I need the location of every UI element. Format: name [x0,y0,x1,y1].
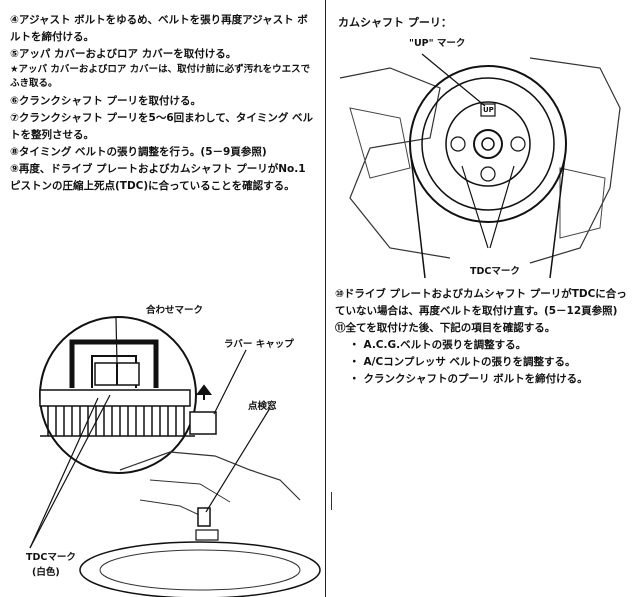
text-cursor [331,492,332,510]
up-mark-label: "UP" マーク [409,38,466,49]
up-box-text: UP [483,106,494,114]
tdc-mark-label-left: TDCマーク [26,552,76,563]
step-10: ⑩ドライブ プレートおよびカムシャフト プーリがTDCに合っていない場合は、再度… [335,288,627,317]
bullet-glyph: ・ [349,356,360,368]
tdc-mark-label-right: TDCマーク [470,266,520,277]
check-item: ・A/Cコンプレッサ ベルトの張りを調整する。 [335,354,635,371]
step-8: ⑧タイミング ベルトの張り調整を行う。(5－9頁参照) [10,146,267,158]
step-6: ⑥クランクシャフト プーリを取付ける。 [10,95,202,107]
step-5: ⑤アッパ カバーおよびロア カバーを取付ける。 [10,48,237,60]
step-9: ⑨再度、ドライブ プレートおよびカムシャフト プーリがNo.1ピストンの圧縮上死… [10,163,306,192]
check-item-text: A/Cコンプレッサ ベルトの張りを調整する。 [363,356,576,368]
check-item: ・A.C.G.ベルトの張りを調整する。 [335,337,635,354]
rubber-cap-label: ラバー キャップ [224,339,294,350]
check-item-text: クランクシャフトのプーリ ボルトを締付ける。 [363,373,588,385]
check-item-text: A.C.G.ベルトの張りを調整する。 [363,339,527,351]
camshaft-pulley-heading: カムシャフト プーリ： [338,16,452,29]
check-item: ・クランクシャフトのプーリ ボルトを締付ける。 [335,371,635,388]
align-mark-label: 合わせマーク [146,305,204,316]
step-7: ⑦クランクシャフト プーリを5～6回まわして、タイミング ベルトを整列させる。 [10,112,313,141]
tdc-white-label: (白色) [32,567,60,578]
note-cover-clean: ★アッパ カバーおよびロア カバーは、取付け前に必ず汚れをウエスでふき取る。 [10,64,311,89]
bullet-glyph: ・ [349,373,360,385]
camshaft-pulley-figure [339,53,621,278]
step-11: ⑪全てを取付けた後、下記の項目を確認する。 [335,322,556,334]
bullet-glyph: ・ [349,339,360,351]
check-list: ・A.C.G.ベルトの張りを調整する。 ・A/Cコンプレッサ ベルトの張りを調整… [335,337,635,388]
inspection-window-label: 点検窓 [248,401,277,412]
column-divider [325,0,326,597]
step-4: ④アジャスト ボルトをゆるめ、ベルトを張り再度アジャスト ボルトを締付ける。 [10,14,308,43]
drive-plate-figure [29,316,321,597]
left-column: ④アジャスト ボルトをゆるめ、ベルトを張り再度アジャスト ボルトを締付ける。 ⑤… [10,12,315,195]
right-column-steps: ⑩ドライブ プレートおよびカムシャフト プーリがTDCに合っていない場合は、再度… [335,286,635,388]
